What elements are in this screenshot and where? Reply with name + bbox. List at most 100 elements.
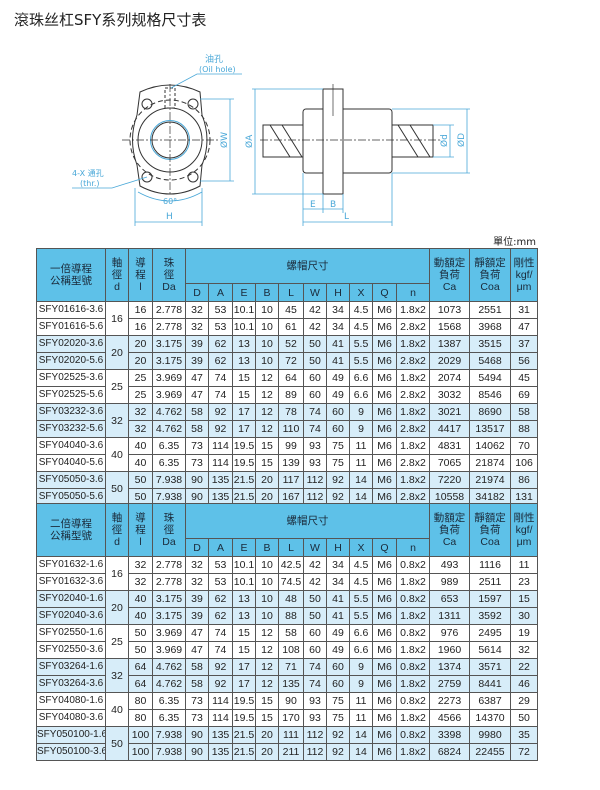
header-text: 軸 bbox=[111, 257, 123, 269]
value-cell: 42 bbox=[303, 573, 327, 591]
value-cell: 4.5 bbox=[349, 318, 373, 336]
value-cell: 41 bbox=[326, 590, 350, 608]
nut-col-header: W bbox=[303, 283, 327, 302]
value-cell: 21.5 bbox=[232, 726, 256, 744]
value-cell: 75 bbox=[326, 692, 350, 710]
value-cell: 7065 bbox=[429, 454, 471, 472]
value-cell: 93 bbox=[303, 709, 327, 727]
value-cell: 21974 bbox=[469, 471, 512, 489]
value-cell: 110 bbox=[278, 420, 304, 438]
value-cell: 53 bbox=[208, 573, 233, 591]
value-cell: 10 bbox=[255, 335, 279, 353]
value-cell: 34 bbox=[326, 556, 350, 574]
header-text: l bbox=[139, 536, 142, 548]
value-cell: 42 bbox=[303, 318, 327, 336]
value-cell: 15 bbox=[255, 437, 279, 455]
model-cell: SFY02020-5.6 bbox=[36, 352, 106, 370]
value-cell: 112 bbox=[303, 726, 327, 744]
value-cell: 20 bbox=[255, 471, 279, 489]
value-cell: 112 bbox=[303, 743, 327, 761]
value-cell: 19 bbox=[510, 624, 539, 642]
value-cell: 3.969 bbox=[152, 369, 186, 387]
value-cell: 32 bbox=[128, 573, 153, 591]
value-cell: 0.8x2 bbox=[395, 624, 431, 642]
value-cell: 19.5 bbox=[232, 692, 256, 710]
value-cell: 6.6 bbox=[349, 369, 373, 387]
header-text: 負荷 bbox=[439, 269, 461, 281]
value-cell: 114 bbox=[208, 437, 233, 455]
model-cell: SFY02525-3.6 bbox=[36, 369, 106, 387]
nut-col-header: E bbox=[232, 538, 256, 557]
value-cell: 60 bbox=[303, 624, 327, 642]
value-cell: 9 bbox=[349, 403, 373, 421]
value-cell: 19.5 bbox=[232, 437, 256, 455]
value-cell: 35 bbox=[510, 726, 539, 744]
value-cell: 1.8x2 bbox=[395, 437, 431, 455]
value-cell: 12 bbox=[255, 658, 279, 676]
value-cell: 80 bbox=[128, 709, 153, 727]
value-cell: 5.5 bbox=[349, 352, 373, 370]
value-cell: 74 bbox=[208, 641, 233, 659]
value-cell: 15 bbox=[255, 709, 279, 727]
header-text: 導 bbox=[135, 257, 146, 269]
nut-col-header: X bbox=[349, 283, 373, 302]
value-cell: 50 bbox=[128, 471, 153, 489]
front-view bbox=[122, 84, 218, 196]
shaft-diameter-cell: 50 bbox=[105, 726, 129, 761]
value-cell: 10.1 bbox=[232, 556, 256, 574]
value-cell: 34 bbox=[326, 573, 350, 591]
value-cell: 1597 bbox=[469, 590, 512, 608]
value-cell: 8441 bbox=[469, 675, 512, 693]
value-cell: 5614 bbox=[469, 641, 512, 659]
value-cell: 34182 bbox=[469, 488, 512, 506]
value-cell: 3592 bbox=[469, 607, 512, 625]
value-cell: 6.35 bbox=[152, 692, 186, 710]
value-cell: M6 bbox=[372, 369, 397, 387]
value-cell: 3032 bbox=[429, 386, 471, 404]
value-cell: 2511 bbox=[469, 573, 512, 591]
value-cell: 13517 bbox=[469, 420, 512, 438]
model-cell: SFY04040-3.6 bbox=[36, 437, 106, 455]
value-cell: 42.5 bbox=[278, 556, 304, 574]
mount-hole bbox=[187, 171, 199, 183]
value-cell: 11 bbox=[349, 709, 373, 727]
nut-col-header: B bbox=[255, 283, 279, 302]
value-cell: 2.8x2 bbox=[395, 318, 431, 336]
nut-col-header: D bbox=[185, 283, 209, 302]
value-cell: 93 bbox=[303, 454, 327, 472]
value-cell: 114 bbox=[208, 692, 233, 710]
value-cell: 10.1 bbox=[232, 573, 256, 591]
model-cell: SFY02040-1.6 bbox=[36, 590, 106, 608]
value-cell: 86 bbox=[510, 471, 539, 489]
value-cell: M6 bbox=[372, 590, 397, 608]
value-cell: 0.8x2 bbox=[395, 692, 431, 710]
value-cell: 62 bbox=[208, 607, 233, 625]
value-cell: 2.778 bbox=[152, 301, 186, 319]
value-cell: 3515 bbox=[469, 335, 512, 353]
value-cell: M6 bbox=[372, 743, 397, 761]
value-cell: 3.175 bbox=[152, 607, 186, 625]
value-cell: 2.778 bbox=[152, 556, 186, 574]
header-text: d bbox=[114, 281, 120, 293]
value-cell: 50 bbox=[303, 590, 327, 608]
side-view bbox=[260, 84, 440, 195]
value-cell: 2.778 bbox=[152, 318, 186, 336]
model-cell: SFY01632-1.6 bbox=[36, 556, 106, 574]
header-text: 程 bbox=[135, 524, 146, 536]
value-cell: 17 bbox=[232, 675, 256, 693]
value-cell: 90 bbox=[185, 488, 209, 506]
value-cell: 3.175 bbox=[152, 352, 186, 370]
value-cell: 13 bbox=[232, 352, 256, 370]
value-cell: 106 bbox=[510, 454, 539, 472]
header-text: 徑 bbox=[163, 269, 175, 281]
value-cell: 4.762 bbox=[152, 403, 186, 421]
value-cell: 93 bbox=[303, 692, 327, 710]
